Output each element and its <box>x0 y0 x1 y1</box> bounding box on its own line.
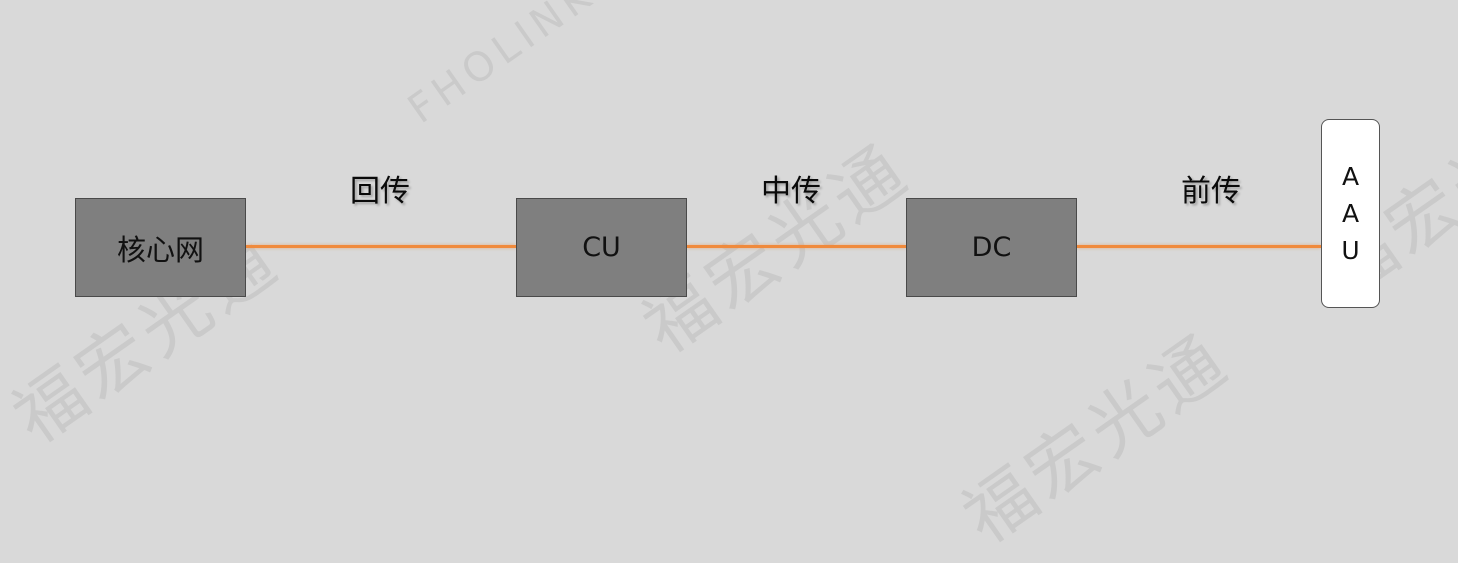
backhaul-link <box>246 245 516 248</box>
fronthaul-label: 前传 <box>1181 174 1241 209</box>
aau-letter: A <box>1341 162 1360 191</box>
core-network-node: 核心网 <box>75 198 246 297</box>
core-network-label: 核心网 <box>116 232 204 267</box>
cu-node: CU <box>516 198 687 297</box>
watermark-brand: FHOLINK <box>400 0 604 133</box>
aau-node: A A U <box>1321 119 1380 308</box>
backhaul-label: 回传 <box>350 174 410 209</box>
aau-letter: A <box>1341 199 1360 228</box>
cu-label: CU <box>582 232 621 263</box>
dc-label: DC <box>971 232 1012 263</box>
watermark: 福宏光通 <box>948 317 1245 560</box>
fronthaul-link <box>1077 245 1321 248</box>
midhaul-link <box>687 245 906 248</box>
midhaul-label: 中传 <box>761 174 821 209</box>
dc-node: DC <box>906 198 1077 297</box>
aau-letter: U <box>1341 236 1360 265</box>
